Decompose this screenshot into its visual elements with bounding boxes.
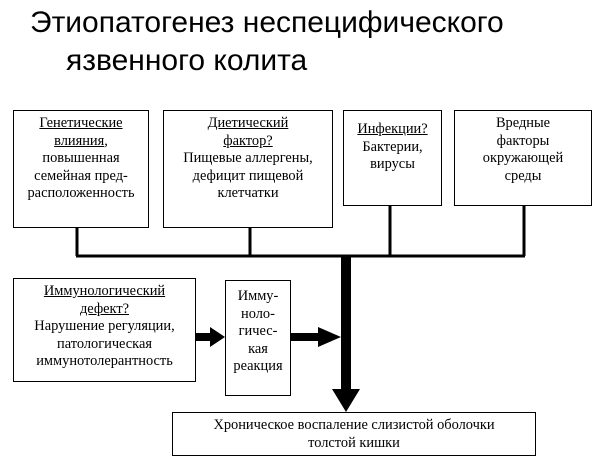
genetic-heading-line-2: влияния, [54,132,108,149]
diet-heading-line: Диетический [207,115,289,131]
diet-text-line: Пищевые аллергены, [183,150,313,167]
reaction-text-line: ноло- [241,305,275,322]
diet-text-line: дефицит пищевой [192,167,304,184]
diet-text-line: клетчатки [217,185,279,202]
immuno-text-line: патологическая [57,335,152,352]
reaction-text-line: Имму- [237,288,279,304]
genetic-text-line: расположенность [27,185,135,202]
main-arrow-shaft [341,256,351,390]
diet-heading-line: фактор? [223,132,273,149]
environment-text-line: среды [504,167,542,184]
genetic-factors-box: Генетические влияния, повышенная семейна… [13,110,149,228]
immune-reaction-box: Имму- ноло- гичес- кая реакция [225,280,291,396]
reaction-text-line: гичес- [238,323,278,340]
immuno-heading-line: дефект? [79,300,130,317]
genetic-text-line: повышенная [42,150,120,167]
diet-factor-box: Диетический фактор? Пищевые аллергены, д… [163,110,333,228]
page-title-line-1: Этиопатогенез неспецифического [30,6,504,39]
reaction-text-line: реакция [233,358,283,375]
chronic-text-line: Хроническое воспаление слизистой оболочк… [213,417,495,433]
arrow-reaction-to-shaft-shaft [291,333,319,341]
immuno-text-line: иммунотолерантность [36,353,173,370]
chronic-text-line: толстой кишки [308,434,400,451]
environment-box: Вредные факторы окружающей среды [454,110,592,206]
immuno-text-line: Нарушение регуляции, [34,318,175,335]
immuno-heading-line: Иммунологический [43,283,166,299]
arrow-defect-to-reaction-shaft [196,333,210,341]
genetic-heading-line-1: Генетические [39,115,123,131]
environment-text-line: факторы [496,132,550,149]
arrow-reaction-to-shaft-head [318,327,341,347]
reaction-text-line: кая [248,340,268,357]
infection-text-line: Бактерии, [362,138,423,155]
chronic-inflammation-box: Хроническое воспаление слизистой оболочк… [172,412,536,456]
genetic-text-line: семейная пред- [34,167,128,184]
arrow-defect-to-reaction-head [210,327,225,347]
page-title-line-2: язвенного колита [66,44,308,77]
infection-box: Инфекции? Бактерии, вирусы [343,110,442,206]
environment-text-line: Вредные [495,115,551,131]
main-arrow-head [332,389,360,412]
infection-text-line: вирусы [370,156,415,173]
environment-text-line: окружающей [482,150,564,167]
infection-heading: Инфекции? [357,121,428,137]
immunological-defect-box: Иммунологический дефект? Нарушение регул… [13,278,196,382]
